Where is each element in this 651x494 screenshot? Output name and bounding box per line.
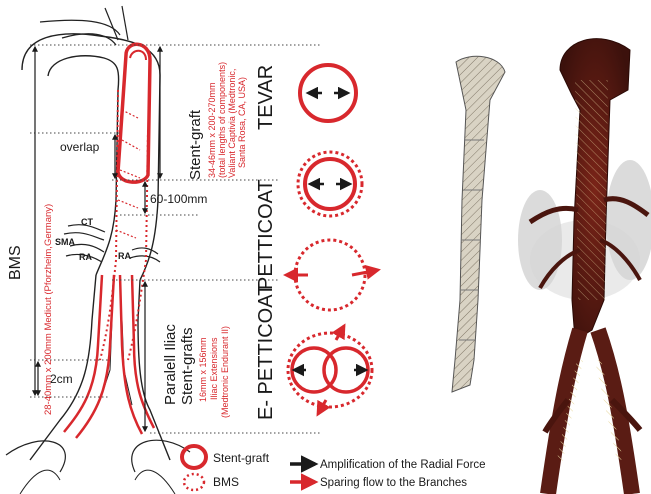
e-petticoat-open-cross-section [286,240,378,310]
iliac-spec-3: (Medtronic Endurant II) [220,326,230,418]
sma-label: SMA [55,237,76,247]
stent-3d-rendering [452,56,505,392]
stent-grafts-label: Stent-grafts [179,327,196,405]
stent-graft-spec-1: 34-46mm x 200-270mm [207,82,217,178]
stent-graft-drawing [118,44,150,182]
paralell-iliac-label: Paralell Iliac [162,324,179,405]
ct-label: CT [81,217,93,227]
aorta-schematic [6,6,190,494]
e-petticoat-double-cross-section [288,326,372,414]
legend-red-arrow: Sparing flow to the Branches [320,477,467,489]
dashed-red-ring-icon [184,474,204,490]
bms-drawing [100,90,148,360]
petticoat-cross-section [298,152,362,216]
petticoat-label: PETTICOAT [255,179,277,290]
stent-graft-label: Stent-graft [187,109,204,180]
ra-right-label: RA [118,251,131,261]
legend-stent-graft: Stent-graft [213,451,270,465]
iliac-spec-2: Iliac Extensions [209,337,219,400]
ct-volume-rendering [518,0,651,494]
iliac-stent-grafts [64,275,154,438]
stent-graft-spec-3: Valiant Captivia (Medtronic, [227,69,237,178]
bms-label: BMS [7,245,24,280]
ra-left-label: RA [79,252,92,262]
iliac-spec-1: 16mm x 156mm [198,337,208,402]
solid-red-ring-icon [182,446,206,468]
tevar-cross-section [300,65,356,121]
e-petticoat-label: E- PETTICOAT [255,284,277,420]
tevar-label: TEVAR [255,65,277,130]
legend-bms: BMS [213,475,239,489]
legend-black-arrow: Amplification of the Radial Force [320,459,486,471]
stent-graft-spec-4: Santa Rosa, CA, USA) [237,77,247,168]
two-cm-label: 2cm [50,372,73,386]
overlap-label: overlap [60,140,100,154]
legend: Stent-graft BMS Amplification of the Rad… [182,446,486,490]
range-60-100-label: 60-100mm [150,192,207,206]
stent-graft-spec-2: (total lengths of components) [217,62,227,178]
